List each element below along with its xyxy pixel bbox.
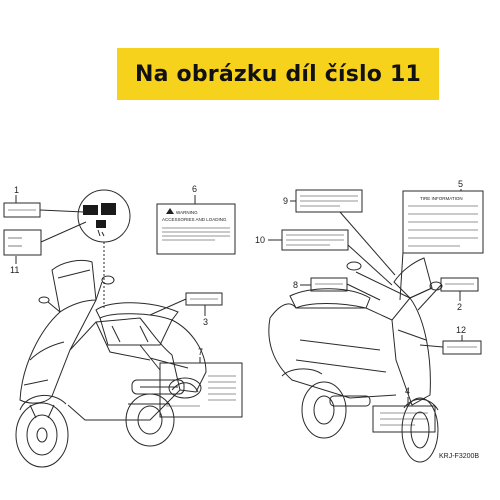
callout-2: 2 [457, 302, 462, 312]
warning-body: ACCESSORIES AND LOADING [162, 217, 227, 222]
figure-code: KRJ-F3200B [439, 453, 479, 460]
banner-text: Na obrázku díl číslo 11 [135, 61, 421, 87]
callout-4: 4 [405, 386, 410, 396]
label-4-shape [372, 405, 436, 433]
callout-9: 9 [283, 196, 288, 206]
label-5-tire-info [402, 190, 484, 254]
left-scooter [15, 259, 207, 468]
callout-12: 12 [456, 325, 466, 335]
callout-3: 3 [203, 317, 208, 327]
label-2-shape [440, 277, 479, 292]
tire-info-text: TIRE INFORMATION [420, 196, 463, 201]
callout-1: 1 [14, 185, 19, 195]
label-7-shape [159, 362, 243, 418]
callout-11: 11 [10, 265, 19, 275]
label-6-warning [156, 203, 236, 255]
detail-circle [77, 189, 131, 243]
right-scooter [268, 257, 443, 463]
label-11-shape [3, 229, 42, 256]
label-12-shape [442, 340, 482, 355]
callout-5: 5 [458, 179, 463, 189]
part-number-banner: Na obrázku díl číslo 11 [117, 48, 439, 100]
callout-10: 10 [255, 235, 265, 245]
warning-title: WARNING [176, 210, 198, 215]
callout-7: 7 [198, 347, 203, 357]
callout-6: 6 [192, 184, 197, 194]
callout-8: 8 [293, 280, 298, 290]
